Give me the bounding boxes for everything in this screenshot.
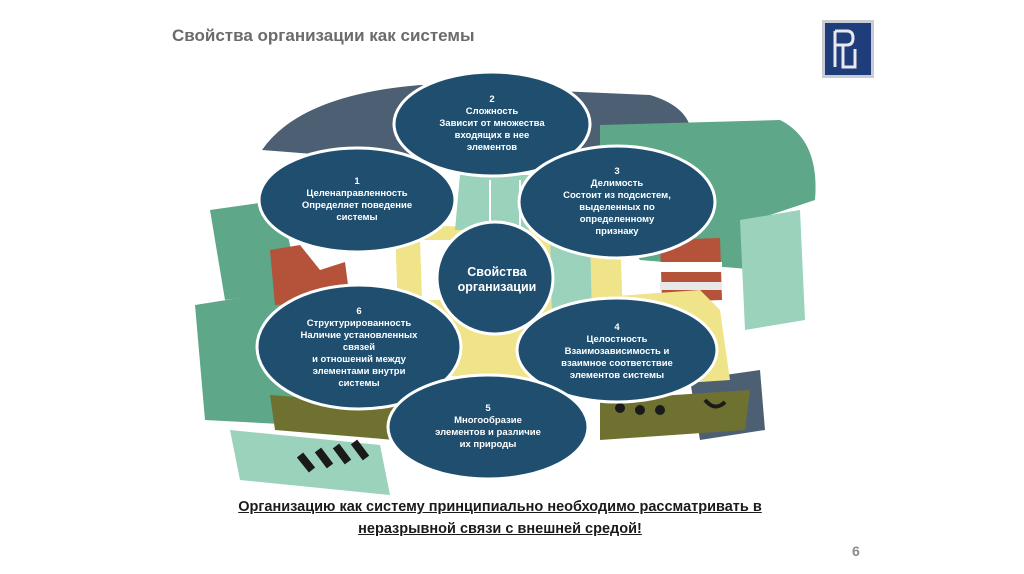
property-name: Сложность (465, 106, 519, 117)
property-line: Определяет поведение (301, 200, 413, 211)
conclusion-text: Организацию как систему принципиально не… (150, 496, 850, 540)
property-4-text: 4 Целостность Взаимозависимость и взаимн… (527, 312, 707, 392)
property-1-text: 1 Целенаправленность Определяет поведени… (267, 164, 447, 236)
property-line: элементов (466, 142, 518, 153)
page-number: 6 (852, 543, 860, 559)
property-name: Делимость (590, 178, 644, 189)
property-line: признаку (595, 226, 639, 237)
bubble-4 (515, 296, 719, 404)
property-line: связей (342, 342, 376, 353)
hse-logo (822, 20, 874, 78)
conclusion-line1: Организацию как систему принципиально не… (238, 499, 762, 515)
bubbles (255, 70, 719, 481)
property-line: элементами внутри (312, 366, 406, 377)
center-label-line1: Свойства (467, 265, 527, 279)
property-number: 6 (356, 306, 362, 317)
property-line: взаимное соответствие (561, 358, 673, 369)
bubble-2 (392, 70, 592, 178)
property-5-text: 5 Многообразие элементов и различие их п… (398, 392, 578, 462)
property-line: Зависит от множества (439, 118, 545, 129)
center-label: Свойства организации (447, 250, 547, 310)
center-label-line2: организации (457, 280, 537, 294)
property-name: Целенаправленность (306, 188, 408, 199)
property-name: Структурированность (306, 318, 412, 329)
property-name: Целостность (586, 334, 648, 345)
property-6-text: 6 Структурированность Наличие установлен… (269, 300, 449, 396)
slide-title: Свойства организации как системы (172, 26, 475, 45)
bubble-3 (517, 144, 717, 260)
property-line: их природы (459, 439, 517, 450)
conclusion-line2: неразрывной связи с внешней средой! (358, 521, 642, 537)
property-line: входящих в нее (454, 130, 530, 141)
property-number: 1 (354, 176, 360, 187)
center-bubble (435, 220, 555, 336)
property-number: 2 (489, 94, 495, 105)
bubble-1 (257, 146, 457, 254)
property-number: 4 (614, 322, 620, 333)
property-line: элементов системы (569, 370, 665, 381)
property-line: и отношений между (312, 354, 406, 365)
property-number: 5 (485, 403, 491, 414)
property-line: выделенных по (579, 202, 655, 213)
property-2-text: 2 Сложность Зависит от множества входящи… (402, 82, 582, 166)
property-line: элементов и различие (435, 427, 541, 438)
property-3-text: 3 Делимость Состоит из подсистем, выделе… (527, 154, 707, 250)
property-name: Многообразие (454, 415, 522, 426)
property-line: Наличие установленных (300, 330, 418, 341)
property-line: Состоит из подсистем, (563, 190, 671, 201)
bubble-6 (255, 283, 463, 411)
property-line: системы (338, 378, 380, 389)
bubble-5 (386, 373, 590, 481)
property-line: определенному (579, 214, 655, 225)
property-number: 3 (614, 166, 620, 177)
logo-glyph-icon (829, 27, 867, 71)
property-line: Взаимозависимость и (564, 346, 670, 357)
property-line: системы (336, 212, 378, 223)
